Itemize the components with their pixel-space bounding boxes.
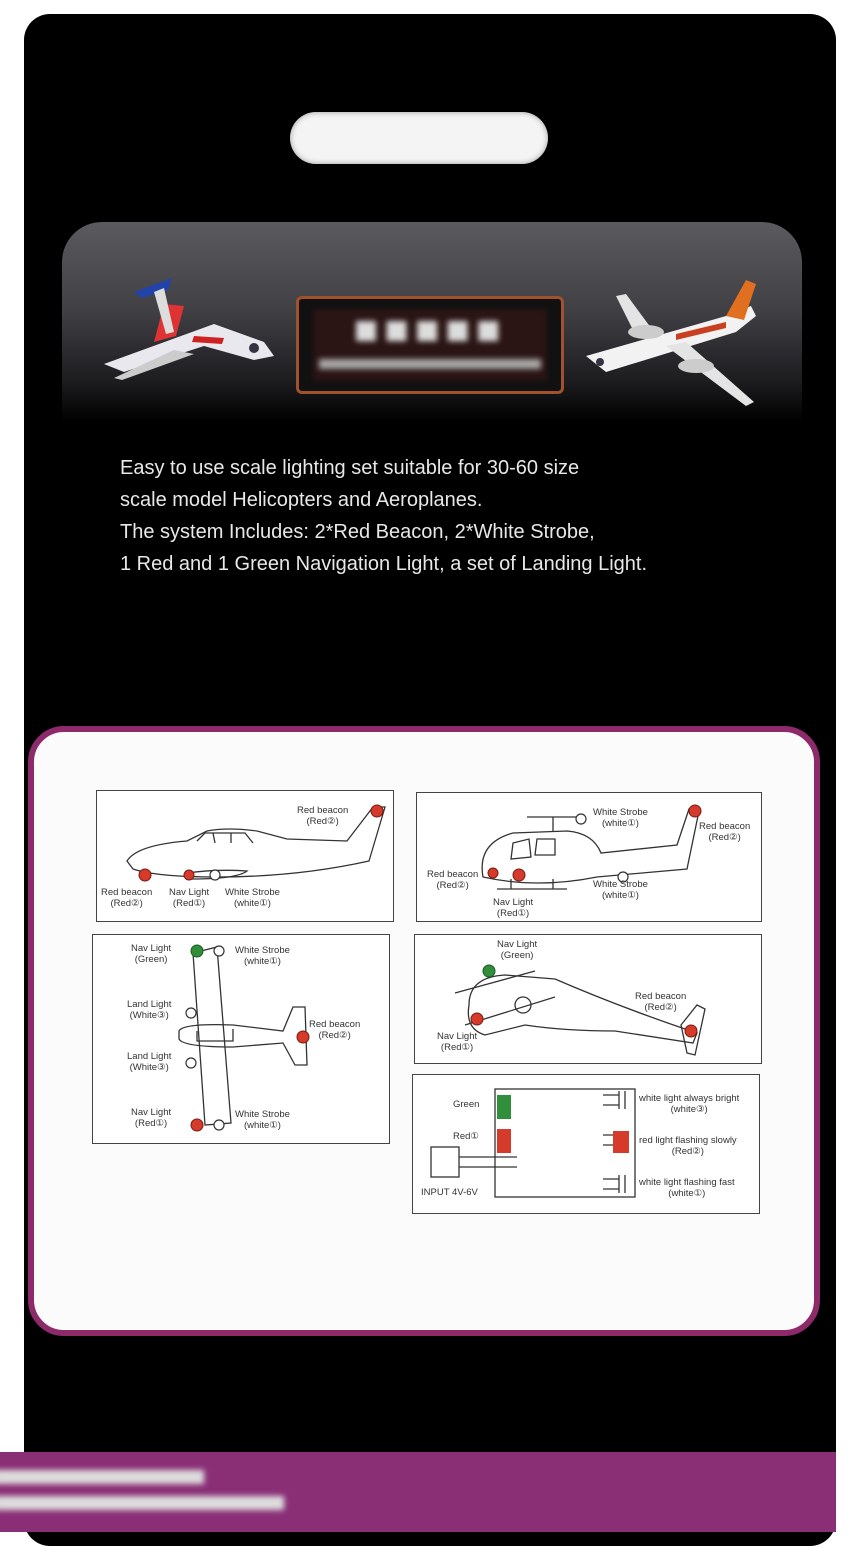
red-beacon-dot (296, 1030, 310, 1044)
diagram-helicopter-top: Nav Light(Green) Red beacon(Red②) Nav Li… (414, 934, 762, 1064)
label-land-light-1: Land Light(White③) (127, 999, 172, 1021)
label-green: Green (453, 1099, 480, 1110)
nav-red-dot (512, 868, 526, 882)
label-red-beacon-tail: Red beacon(Red②) (699, 821, 751, 843)
nav-red-dot (183, 869, 195, 881)
label-red: Red① (453, 1131, 479, 1142)
label-output-2: red light flashing slowly(Red②) (639, 1135, 737, 1157)
helicopter-top-drawing (454, 964, 706, 1056)
land-light-2-dot (185, 1057, 197, 1069)
label-nav-light: Nav Light(Red①) (493, 897, 534, 919)
label-red-beacon-front: Red beacon(Red②) (427, 869, 479, 891)
plane-top-drawing (178, 944, 310, 1132)
product-description: Easy to use scale lighting set suitable … (120, 452, 820, 580)
hang-hole (290, 112, 548, 164)
label-red-beacon: Red beacon(Red②) (635, 991, 687, 1013)
package-card: ■■■■■ Easy to use scale lighting set sui… (24, 14, 836, 1546)
label-white-strobe-top: White Strobe(white①) (235, 945, 290, 967)
diagram-wiring: Green Red① INPUT 4V-6V white light alway… (412, 1074, 760, 1214)
red-led (497, 1129, 511, 1153)
top-white-strobe-dot (575, 813, 587, 825)
red-flash-output (613, 1131, 629, 1153)
description-line-1: Easy to use scale lighting set suitable … (120, 457, 580, 479)
footer-bar (0, 1452, 836, 1532)
red-beacon-dot (684, 1024, 698, 1038)
top-white-strobe-dot (213, 945, 225, 957)
label-land-light-2: Land Light(White③) (127, 1051, 172, 1073)
bottom-white-strobe-dot (213, 1119, 225, 1131)
label-white-strobe: White Strobe(white①) (225, 887, 280, 909)
belly-red-beacon-dot (138, 868, 152, 882)
diagram-panel: Red beacon(Red②) Red beacon(Red②) Nav Li… (28, 726, 820, 1336)
nav-red-dot (190, 1118, 204, 1132)
white-strobe-dot (209, 869, 221, 881)
diagram-plane-top: Nav Light(Green) White Strobe(white①) La… (92, 934, 390, 1144)
label-red-beacon-tail: Red beacon(Red②) (297, 805, 349, 827)
diagram-plane-side: Red beacon(Red②) Red beacon(Red②) Nav Li… (96, 790, 394, 922)
label-red-beacon-belly: Red beacon(Red②) (101, 887, 153, 909)
brand-logo-text: ■■■■■ (353, 315, 507, 345)
brand-logo: ■■■■■ (296, 296, 564, 394)
bottom-white-strobe-dot (617, 871, 629, 883)
label-nav-green: Nav Light(Green) (497, 939, 538, 961)
turboprop-plane-illustration (586, 280, 756, 406)
front-red-beacon-dot (487, 867, 499, 879)
nav-red-dot (470, 1012, 484, 1026)
label-nav-light: Nav Light(Red①) (169, 887, 210, 909)
description-line-3: The system Includes: 2*Red Beacon, 2*Whi… (120, 521, 595, 543)
footer-blurred-url-1 (0, 1470, 204, 1484)
plane-side-drawing (126, 804, 386, 882)
label-nav-green: Nav Light(Green) (131, 943, 172, 965)
footer-blurred-url-2 (0, 1496, 284, 1510)
land-light-1-dot (185, 1007, 197, 1019)
jet-plane-illustration (104, 278, 274, 380)
diagram-helicopter-side: White Strobe(white①) Red beacon(Red②) Re… (416, 792, 762, 922)
label-white-strobe-bottom: White Strobe(white①) (593, 879, 648, 901)
tail-red-beacon-dot (688, 804, 702, 818)
label-output-1: white light always bright(white③) (639, 1093, 740, 1115)
label-input-voltage: INPUT 4V-6V (421, 1187, 478, 1198)
nav-green-dot (482, 964, 496, 978)
label-red-beacon: Red beacon(Red②) (309, 1019, 361, 1041)
description-line-2: scale model Helicopters and Aeroplanes. (120, 489, 483, 511)
helicopter-side-drawing (481, 804, 702, 890)
green-led (497, 1095, 511, 1119)
label-white-strobe-top: White Strobe(white①) (593, 807, 648, 829)
tail-red-beacon-dot (370, 804, 384, 818)
description-line-4: 1 Red and 1 Green Navigation Light, a se… (120, 553, 648, 575)
wiring-drawing (430, 1088, 636, 1198)
label-output-3: white light flashing fast(white①) (639, 1177, 735, 1199)
label-white-strobe-bottom: White Strobe(white①) (235, 1109, 290, 1131)
brand-logo-subtext (319, 359, 541, 369)
nav-green-dot (190, 944, 204, 958)
label-nav-red: Nav Light(Red①) (131, 1107, 172, 1129)
label-nav-red: Nav Light(Red①) (437, 1031, 478, 1053)
